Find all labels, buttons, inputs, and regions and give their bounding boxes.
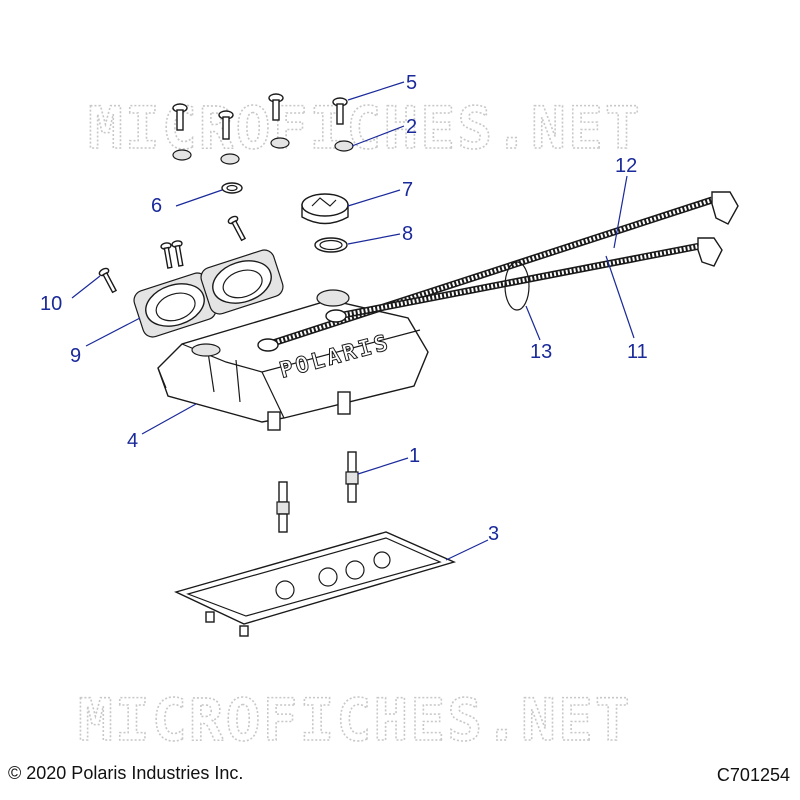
leader-11 — [605, 255, 635, 339]
leader-7 — [347, 189, 401, 207]
callout-12: 12 — [615, 155, 637, 177]
callout-4: 4 — [127, 430, 138, 452]
gasket-part-3 — [174, 531, 457, 637]
leader-6 — [175, 189, 223, 207]
oil-fill-neck — [316, 289, 350, 307]
watermark-bottom: MICROFICHES.NET — [78, 686, 632, 754]
callout-8: 8 — [402, 223, 413, 245]
leader-4 — [141, 403, 197, 435]
leader-5 — [347, 81, 405, 101]
callout-13: 13 — [530, 341, 552, 363]
callout-1: 1 — [409, 445, 420, 467]
o-ring-part-8 — [314, 237, 348, 253]
copyright-notice: © 2020 Polaris Industries Inc. — [8, 763, 244, 783]
ignition-wire-part-11 — [325, 237, 723, 323]
intake-boot-part-9 — [133, 249, 284, 338]
leader-13 — [525, 305, 541, 341]
callout-6: 6 — [151, 195, 162, 217]
leader-3 — [445, 539, 489, 561]
figure-code: C701254 — [716, 765, 790, 785]
leader-9 — [85, 317, 141, 347]
washer-part-6 — [221, 182, 243, 194]
callout-10: 10 — [40, 293, 62, 315]
callout-5: 5 — [406, 72, 417, 94]
oil-cap-part-7 — [301, 193, 349, 225]
callout-9: 9 — [70, 345, 81, 367]
leader-12 — [613, 175, 628, 249]
callout-2: 2 — [406, 116, 417, 138]
bolt-part-5 — [172, 93, 348, 140]
wire-clip-part-13 — [504, 261, 530, 311]
leader-1 — [357, 457, 409, 475]
watermark-top: MICROFICHES.NET — [88, 94, 642, 162]
callout-3: 3 — [488, 523, 499, 545]
leader-10 — [71, 275, 101, 299]
spark-plug-part-1 — [276, 451, 359, 533]
callout-7: 7 — [402, 179, 413, 201]
leader-8 — [347, 233, 401, 245]
leader-2 — [351, 125, 405, 147]
grommet-part-2 — [172, 137, 354, 165]
bolt-part-10 — [98, 215, 247, 294]
callouts: 5 2 6 7 8 10 9 4 1 3 12 11 13 — [40, 72, 648, 545]
callout-11: 11 — [627, 341, 648, 363]
valve-cover-part-4: POLARIS — [157, 299, 429, 431]
leader-lines — [71, 81, 635, 561]
